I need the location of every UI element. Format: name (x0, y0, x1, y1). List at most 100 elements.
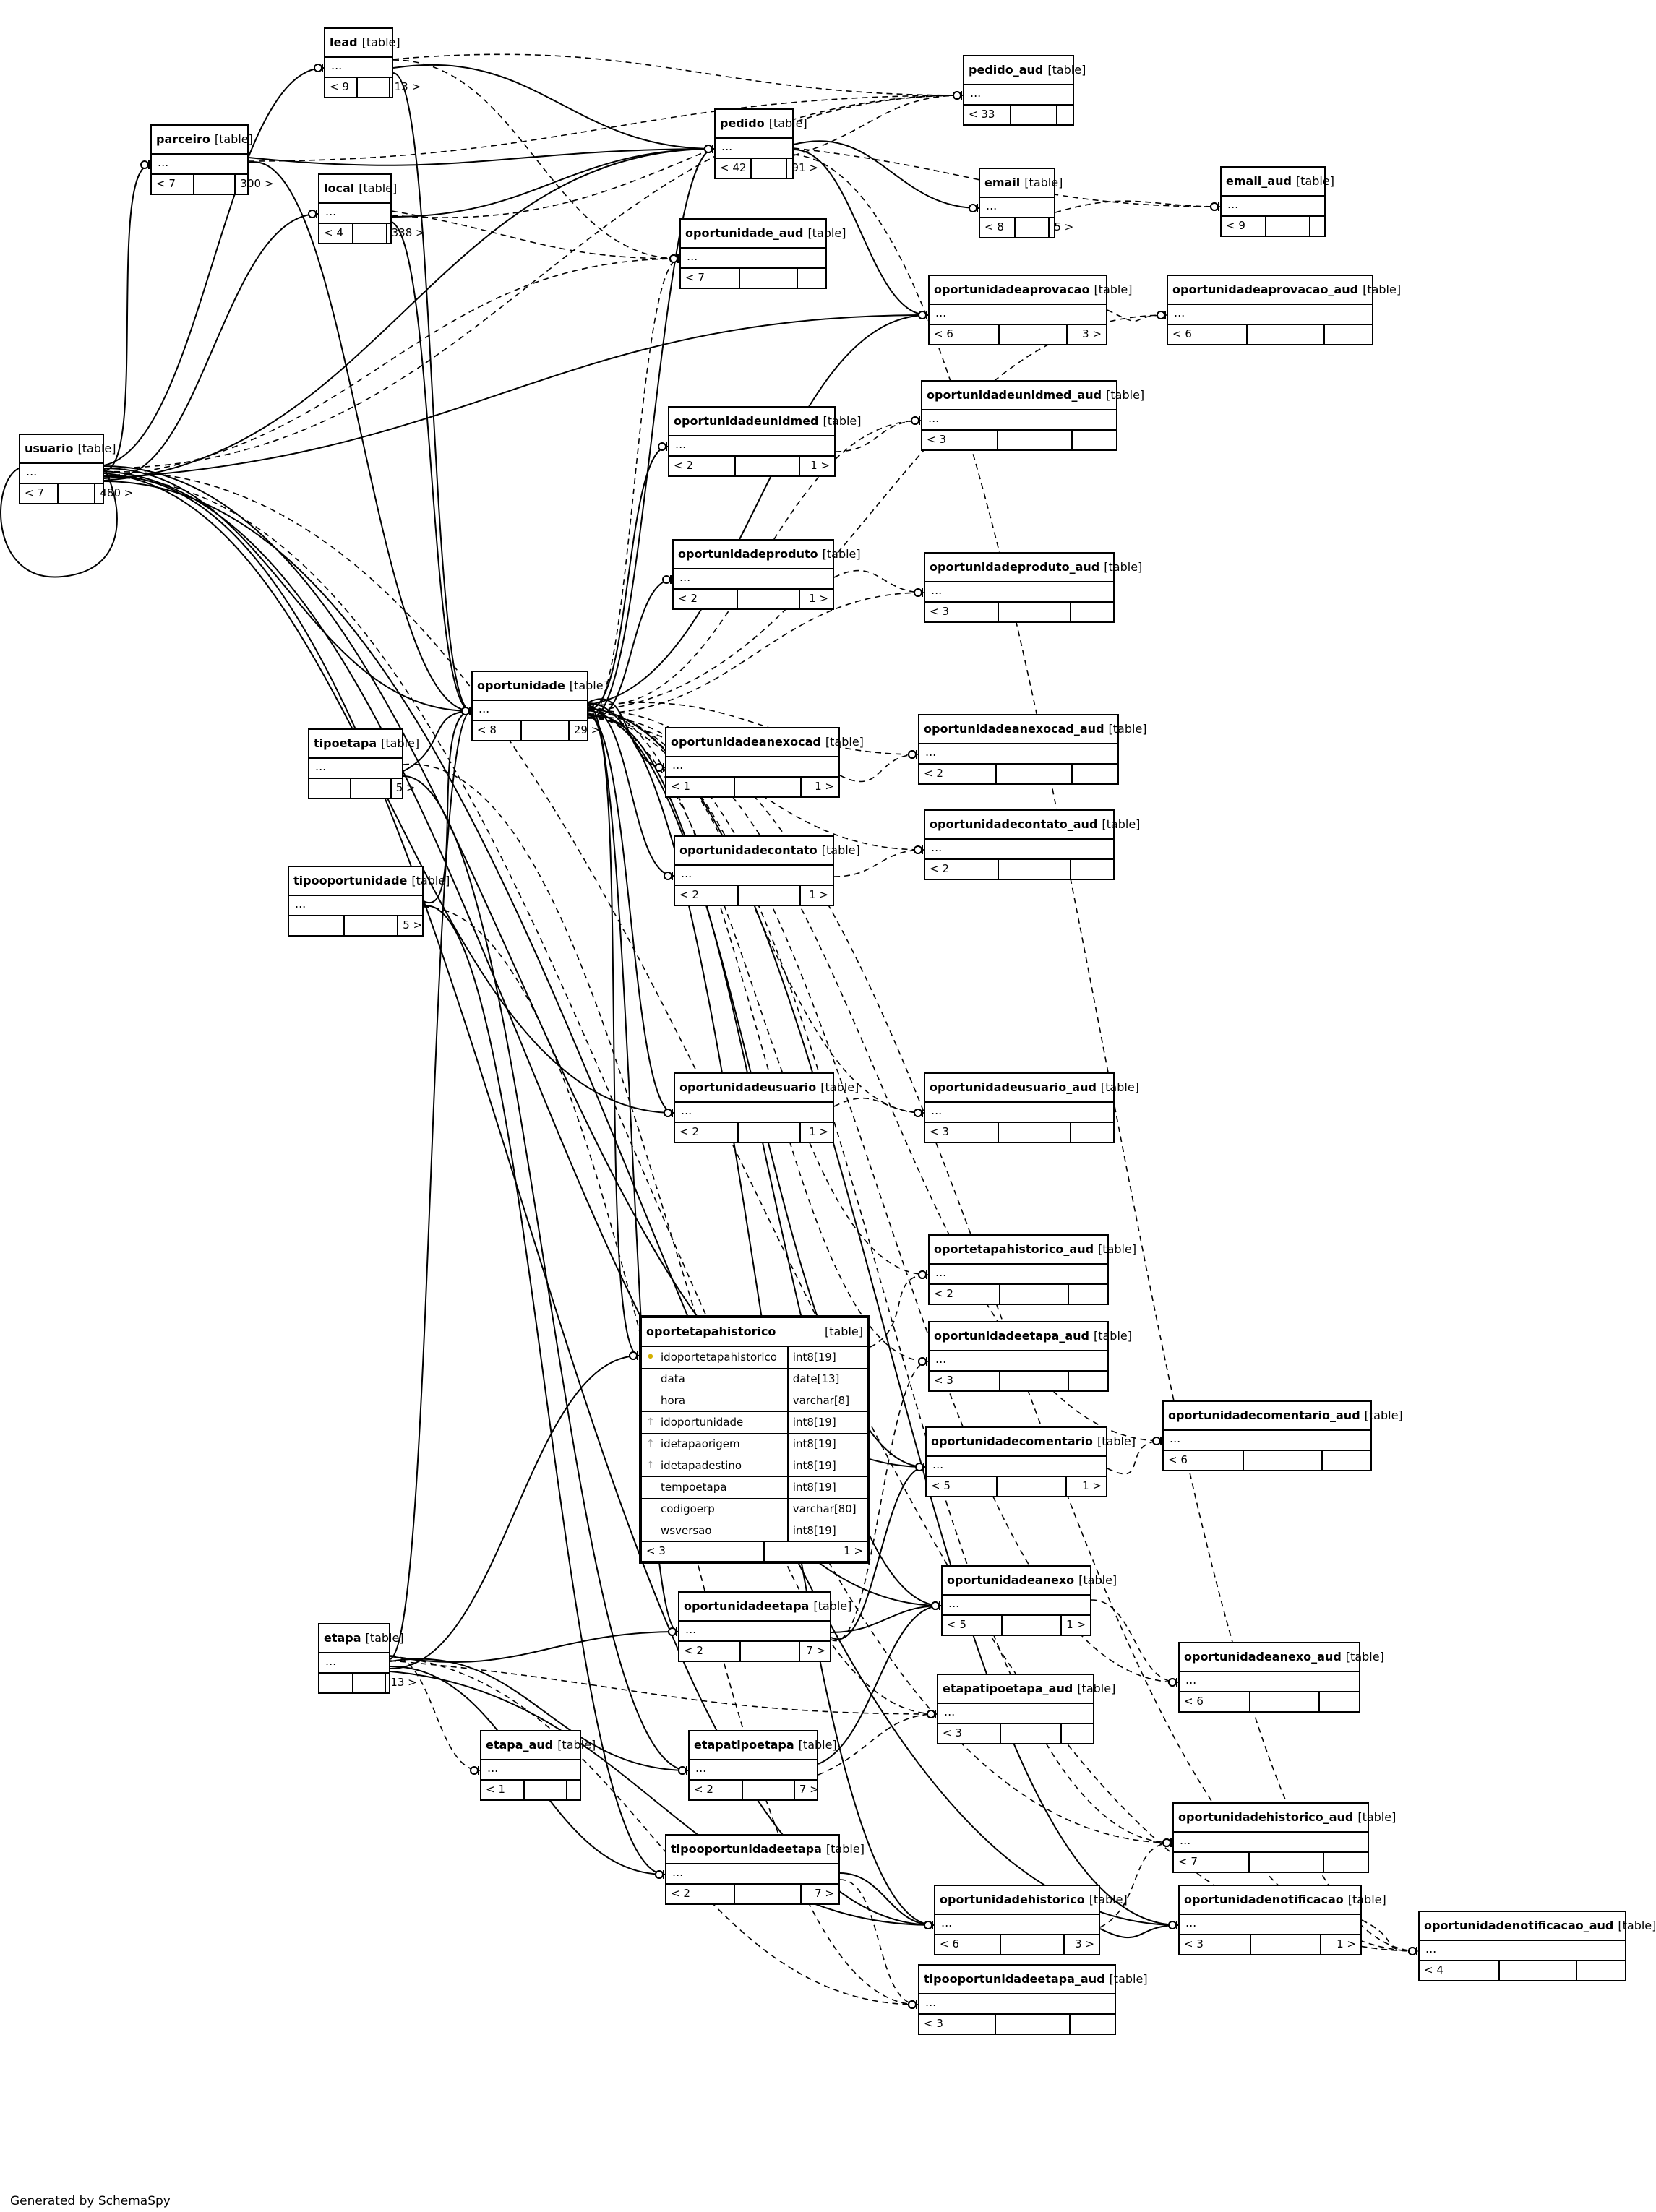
parents-count[interactable]: < 2 (669, 457, 736, 475)
children-count[interactable]: 1 > (1337, 1937, 1356, 1950)
table-name[interactable]: oportunidadecontato_aud (930, 817, 1098, 831)
children-count[interactable] (1069, 1372, 1107, 1390)
table-name[interactable]: oportunidade (477, 679, 565, 692)
parents-count[interactable]: < 2 (925, 860, 1000, 879)
parents-count[interactable]: < 3 (925, 1123, 1000, 1142)
table-name[interactable]: usuario (25, 442, 74, 455)
table-name[interactable]: local (324, 181, 355, 195)
parents-count[interactable]: < 2 (919, 765, 998, 783)
parents-count[interactable]: < 3 (1180, 1935, 1251, 1954)
children-count[interactable] (1071, 860, 1113, 879)
children-count[interactable]: 5 > (403, 918, 423, 931)
focus-table-children-count[interactable]: 1 > (844, 1544, 863, 1557)
table-name[interactable]: email (984, 176, 1021, 189)
parents-count[interactable]: < 7 (1174, 1853, 1250, 1872)
children-count[interactable]: 7 > (806, 1644, 825, 1657)
parents-count[interactable]: < 6 (1180, 1692, 1251, 1711)
parents-count[interactable]: < 8 (473, 721, 522, 740)
table-name[interactable]: oportunidadecontato (679, 843, 818, 857)
children-count[interactable] (1069, 1285, 1107, 1304)
table-name[interactable]: oportunidadeanexo (947, 1573, 1075, 1587)
table-name[interactable]: parceiro (156, 132, 210, 146)
children-count[interactable]: 7 > (799, 1783, 819, 1796)
children-count[interactable]: 13 > (390, 1676, 417, 1689)
parents-count[interactable]: < 3 (919, 2015, 996, 2034)
children-count[interactable] (1577, 1961, 1625, 1980)
children-count[interactable] (1071, 2015, 1115, 2034)
parents-count[interactable] (289, 916, 345, 935)
children-count[interactable]: 1 > (809, 1125, 828, 1138)
table-name[interactable]: oportunidadeproduto (678, 547, 818, 561)
children-count[interactable]: 1 > (810, 459, 830, 472)
children-count[interactable] (1057, 106, 1073, 124)
children-count[interactable] (1071, 1123, 1113, 1142)
children-count[interactable]: 1 > (809, 592, 828, 605)
table-name[interactable]: oportunidadeaprovacao (934, 283, 1090, 296)
table-oportunidadeaprovacao_aud[interactable]: oportunidadeaprovacao_aud[table]...< 6 (1167, 275, 1401, 345)
table-name[interactable]: oportunidadecomentario (931, 1434, 1093, 1448)
table-oportunidade_aud[interactable]: oportunidade_aud[table]...< 7 (679, 218, 846, 289)
table-name[interactable]: etapa_aud (486, 1738, 554, 1752)
children-count[interactable]: 338 > (391, 226, 425, 239)
table-name[interactable]: oportunidadehistorico_aud (1178, 1810, 1354, 1824)
children-count[interactable] (1071, 603, 1113, 621)
parents-count[interactable]: < 6 (935, 1935, 1001, 1954)
table-name[interactable]: pedido (720, 116, 765, 130)
table-name[interactable]: oportunidadeunidmed_aud (927, 388, 1102, 402)
table-etapatipoetapa_aud[interactable]: etapatipoetapa_aud[table]...< 3 (937, 1674, 1115, 1744)
parents-count[interactable] (319, 1674, 353, 1692)
table-etapa_aud[interactable]: etapa_aud[table]...< 1 (480, 1730, 596, 1801)
children-count[interactable]: 5 > (1054, 220, 1074, 233)
children-count[interactable] (1073, 431, 1116, 449)
parents-count[interactable]: < 5 (943, 1616, 1003, 1635)
children-count[interactable] (1073, 765, 1117, 783)
children-count[interactable]: 7 > (815, 1887, 834, 1900)
children-count[interactable]: 1 > (809, 888, 828, 901)
parents-count[interactable]: < 3 (938, 1724, 1001, 1743)
children-count[interactable] (1320, 1692, 1359, 1711)
parents-count[interactable]: < 42 (716, 159, 752, 178)
table-oportunidadeproduto_aud[interactable]: oportunidadeproduto_aud[table]...< 3 (924, 552, 1142, 623)
parents-count[interactable]: < 3 (925, 603, 1000, 621)
parents-count[interactable]: < 2 (666, 1885, 735, 1903)
parents-count[interactable]: < 7 (20, 484, 59, 503)
table-name[interactable]: tipoetapa (314, 736, 377, 750)
table-oportetapahistorico_aud[interactable]: oportetapahistorico_aud[table]...< 2 (928, 1234, 1136, 1305)
parents-count[interactable]: < 2 (674, 590, 738, 608)
parents-count[interactable]: < 1 (481, 1781, 525, 1799)
parents-count[interactable]: < 1 (666, 778, 735, 796)
parents-count[interactable]: < 3 (922, 431, 999, 449)
table-tipooportunidadeetapa_aud[interactable]: tipooportunidadeetapa_aud[table]...< 3 (918, 1964, 1148, 2035)
table-oportunidadeunidmed_aud[interactable]: oportunidadeunidmed_aud[table]...< 3 (921, 380, 1144, 451)
table-pedido_aud[interactable]: pedido_aud[table]...< 33 (963, 55, 1086, 126)
parents-count[interactable]: < 9 (325, 78, 359, 97)
table-name[interactable]: oportunidadenotificacao (1184, 1893, 1344, 1906)
table-oportunidadehistorico_aud[interactable]: oportunidadehistorico_aud[table]...< 7 (1172, 1802, 1396, 1873)
parents-count[interactable]: < 9 (1222, 217, 1267, 236)
children-count[interactable]: 1 > (1082, 1479, 1102, 1492)
parents-count[interactable]: < 2 (930, 1285, 1000, 1304)
table-email_aud[interactable]: email_aud[table]...< 9 (1220, 166, 1334, 237)
children-count[interactable]: 29 > (573, 723, 601, 736)
children-count[interactable]: 91 > (791, 161, 818, 174)
table-name[interactable]: oportunidadeusuario (679, 1080, 817, 1094)
parents-count[interactable]: < 8 (980, 218, 1016, 237)
parents-count[interactable]: < 33 (964, 106, 1011, 124)
table-name[interactable]: oportunidadeanexo_aud (1184, 1650, 1342, 1664)
focus-table-oportetapahistorico[interactable]: oportetapahistorico [table] ⚫idoportetap… (639, 1315, 870, 1564)
table-oportunidadeanexocad_aud[interactable]: oportunidadeanexocad_aud[table]...< 2 (918, 714, 1147, 785)
